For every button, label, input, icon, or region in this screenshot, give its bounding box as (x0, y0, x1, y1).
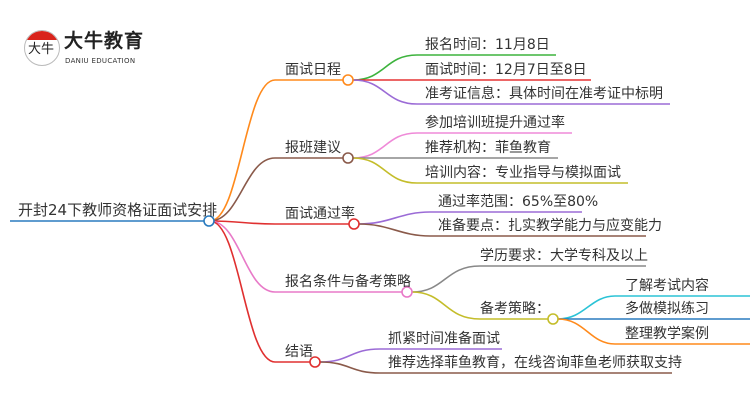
connector-line (352, 54, 556, 81)
branch-node-circle (342, 152, 354, 164)
branch-pass-rate[interactable]: 面试通过率 (285, 206, 355, 222)
root-node-circle (203, 215, 215, 227)
node-mock-practice[interactable]: 多做模拟练习 (625, 301, 709, 317)
logo-name-en: DANIU EDUCATION (65, 57, 136, 65)
node-registration-time[interactable]: 报名时间：11月8日 (425, 37, 550, 53)
node-interview-time[interactable]: 面试时间：12月7日至8日 (425, 62, 587, 78)
node-recommendation[interactable]: 推荐选择菲鱼教育，在线咨询菲鱼老师获取支持 (388, 355, 682, 371)
node-prep-points[interactable]: 准备要点：扎实教学能力与应变能力 (438, 218, 662, 234)
connector-line (411, 291, 548, 320)
node-recommended-org[interactable]: 推荐机构：菲鱼教育 (425, 140, 551, 156)
connector-line (319, 361, 672, 374)
connector-line (358, 211, 582, 225)
node-prepare-now[interactable]: 抓紧时间准备面试 (388, 331, 500, 347)
connector-line (352, 132, 572, 159)
node-pass-rate-range[interactable]: 通过率范围：65%至80% (438, 194, 599, 210)
connector-branch-4 (209, 220, 402, 293)
branch-node-circle (401, 286, 413, 298)
connector-branch-2 (209, 157, 343, 222)
connector-line (352, 157, 628, 184)
connector-branch-1 (209, 79, 343, 222)
connector-line (358, 223, 646, 237)
node-admission-ticket[interactable]: 准考证信息：具体时间在准考证中标明 (425, 86, 663, 102)
connector-line (411, 265, 646, 293)
branch-node-circle (348, 218, 360, 230)
branch-class-advice[interactable]: 报班建议 (285, 140, 341, 156)
branch-conditions-strategy[interactable]: 报名条件与备考策略 (285, 274, 411, 290)
branch-node-circle (342, 74, 354, 86)
sub-node-circle (547, 313, 559, 325)
node-know-content[interactable]: 了解考试内容 (625, 278, 709, 294)
node-education-requirement[interactable]: 学历要求：大学专科及以上 (480, 248, 648, 264)
root-topic[interactable]: 开封24下教师资格证面试安排 (18, 201, 218, 219)
connector-line (319, 348, 502, 363)
logo-icon: 大牛 (24, 30, 60, 66)
node-training-content[interactable]: 培训内容：专业指导与模拟面试 (425, 165, 621, 181)
branch-conclusion[interactable]: 结语 (285, 344, 313, 360)
connector-line (352, 79, 670, 105)
connector-branch-5 (209, 220, 310, 363)
branch-node-circle (309, 356, 321, 368)
connector-branch-3 (209, 220, 349, 225)
node-teaching-cases[interactable]: 整理教学案例 (625, 326, 709, 342)
connector-line (557, 318, 750, 345)
logo-name: 大牛教育 (64, 30, 145, 52)
node-join-class[interactable]: 参加培训班提升通过率 (425, 115, 565, 131)
branch-schedule[interactable]: 面试日程 (285, 62, 341, 78)
node-prep-strategy[interactable]: 备考策略： (480, 301, 550, 317)
